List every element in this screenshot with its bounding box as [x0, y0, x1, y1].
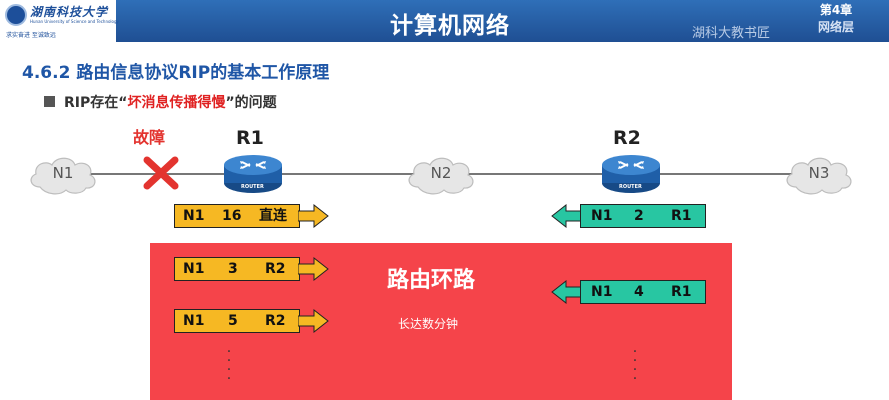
chapter-sub-label: 网络层 [817, 20, 854, 34]
routing-loop-title: 路由环路 [387, 268, 476, 293]
network-label-n1: N1 [52, 164, 74, 182]
entry-next-hop: R2 [265, 313, 286, 329]
network-label-n3: N3 [808, 164, 830, 182]
chapter-label: 第4章 [819, 3, 853, 17]
entry-dist: 3 [228, 261, 238, 277]
entry-next-hop: R1 [671, 284, 692, 300]
entry-next-hop: R1 [671, 208, 692, 224]
ellipsis-r2-icon: ···· [632, 344, 638, 387]
header-bar [0, 0, 889, 42]
arrow-right-icon [298, 204, 329, 228]
router-icon [224, 155, 282, 193]
router-label-r2: R2 [613, 127, 641, 149]
fault-label: 故障 [133, 128, 166, 147]
logo-motto: 求实奋进 至诚致远 [6, 32, 56, 39]
entry-dist: 16 [222, 208, 242, 224]
entry-dest: N1 [591, 208, 613, 224]
cloud-icon [30, 157, 96, 195]
entry-dest: N1 [183, 261, 205, 277]
bullet-square-icon [44, 96, 55, 107]
router-icon [602, 155, 660, 193]
arrow-left-icon [551, 204, 582, 228]
university-emblem-icon [5, 4, 27, 26]
router-device-label-r1: ROUTER [241, 184, 264, 190]
entry-next-hop: 直连 [259, 208, 287, 224]
entry-dist: 5 [228, 313, 238, 329]
section-title: 4.6.2 路由信息协议RIP的基本工作原理 [22, 63, 330, 83]
arrow-right-icon [298, 309, 329, 333]
bullet-highlight: 坏消息传播得慢 [127, 95, 226, 111]
university-logo: 湖南科技大学 Hunan University of Science and T… [0, 0, 119, 42]
routing-loop-subtitle: 长达数分钟 [398, 317, 459, 331]
entry-next-hop: R2 [265, 261, 286, 277]
bullet-suffix: ”的问题 [225, 95, 277, 111]
cloud-icon [408, 157, 474, 195]
entry-dist: 2 [634, 208, 644, 224]
router-label-r1: R1 [236, 127, 264, 149]
fault-x-icon [143, 156, 179, 190]
network-cloud-n1: N1 [26, 151, 100, 201]
entry-dest: N1 [591, 284, 613, 300]
logo-english-name: Hunan University of Science and Technolo… [30, 19, 119, 24]
entry-dest: N1 [183, 313, 205, 329]
bullet-text: RIP存在“坏消息传播得慢”的问题 [64, 92, 277, 112]
network-cloud-n3: N3 [782, 151, 856, 201]
bullet-prefix: RIP存在“ [64, 95, 128, 111]
router-device-label-r2: ROUTER [619, 184, 642, 190]
arrow-left-icon [551, 280, 582, 304]
entry-dist: 4 [634, 284, 644, 300]
entry-dest: N1 [183, 208, 205, 224]
ellipsis-r1-icon: ···· [226, 344, 232, 387]
cloud-icon [786, 157, 852, 195]
arrow-right-icon [298, 257, 329, 281]
logo-name: 湖南科技大学 [30, 5, 109, 19]
network-label-n2: N2 [430, 164, 452, 182]
network-cloud-n2: N2 [404, 151, 478, 201]
watermark: 湖科大教书匠 [692, 26, 771, 41]
slide-title: 计算机网络 [390, 13, 510, 39]
